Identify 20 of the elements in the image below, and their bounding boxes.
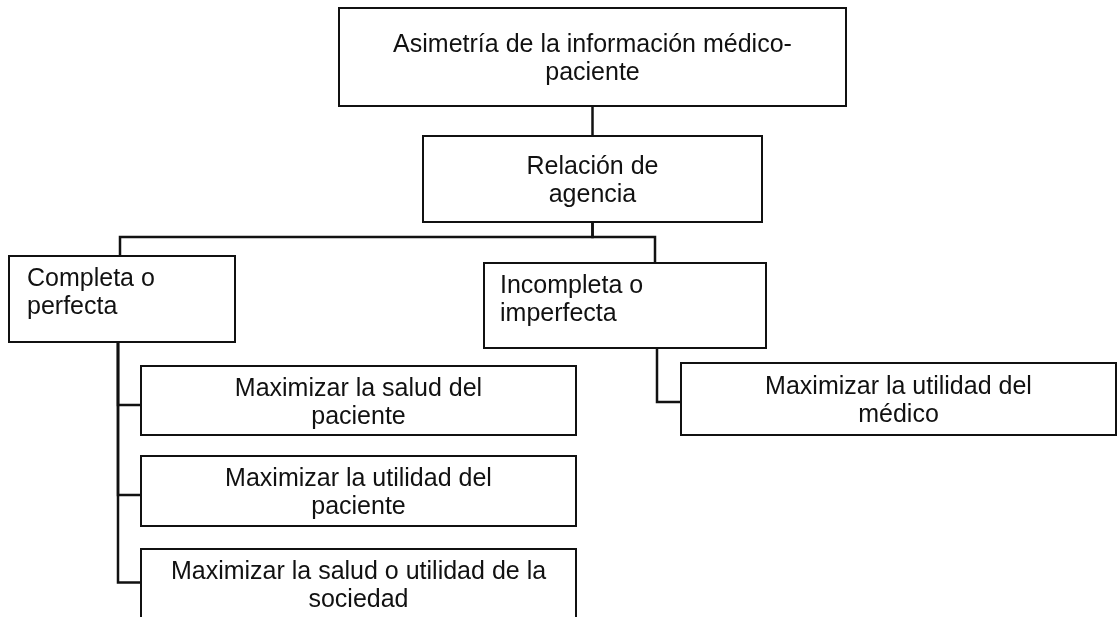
text-box (338, 7, 847, 107)
text-box (140, 365, 577, 436)
box-label: Completa o perfecta (27, 263, 156, 319)
box-label: Maximizar la utilidad del paciente (224, 463, 493, 519)
box-label: Maximizar la utilidad del médico (764, 371, 1033, 427)
box-label: Relación de agencia (525, 151, 660, 207)
box-label: Incompleta o imperfecta (500, 270, 645, 326)
text-box (140, 548, 577, 617)
connector-line (591, 223, 657, 262)
text-box (422, 135, 763, 223)
connector-line (116, 343, 140, 584)
box-label: Asimetría de la información médico-paciente (392, 29, 793, 85)
connector-line (655, 349, 680, 404)
text-box (8, 255, 236, 343)
box-label: Maximizar la salud o utilidad de la sociedad (169, 555, 548, 612)
connector-line (591, 107, 594, 135)
text-box (680, 362, 1117, 436)
text-box (483, 262, 767, 349)
text-box (140, 455, 577, 527)
box-label: Maximizar la salud del paciente (233, 372, 484, 429)
